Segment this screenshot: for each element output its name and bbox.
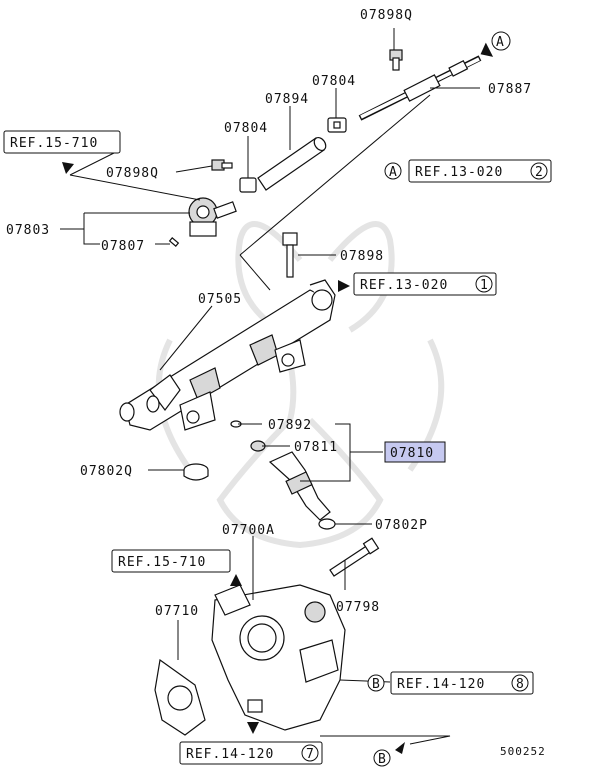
label-07898: 07898 bbox=[340, 249, 384, 264]
label-07894: 07894 bbox=[265, 92, 309, 107]
hose-07894 bbox=[257, 136, 327, 191]
ref-14-120-8-box bbox=[390, 671, 534, 695]
ref-13-020-1-num: 1 bbox=[480, 278, 489, 293]
grommet-07802p bbox=[318, 518, 336, 530]
marker-a-top: A bbox=[496, 35, 505, 50]
label-07811: 07811 bbox=[294, 440, 338, 455]
label-07810-highlight bbox=[384, 441, 446, 463]
bolt-07898q-top bbox=[389, 49, 403, 71]
ref-14-120-8-num: 8 bbox=[516, 677, 525, 692]
label-07700a: 07700A bbox=[222, 523, 275, 538]
label-07798: 07798 bbox=[336, 600, 380, 615]
ref-13-020-1: REF.13-020 bbox=[360, 278, 448, 293]
label-07807: 07807 bbox=[101, 239, 145, 254]
label-07505: 07505 bbox=[198, 292, 242, 307]
ref-14-120-7-box bbox=[179, 741, 323, 765]
marker-a-mid: A bbox=[389, 165, 398, 180]
label-07898q-top: 07898Q bbox=[360, 8, 413, 23]
label-07887: 07887 bbox=[488, 82, 532, 97]
insulator-07802q bbox=[183, 463, 209, 481]
ref-14-120-8-num-circle bbox=[511, 674, 529, 692]
ref-14-120-7: REF.14-120 bbox=[186, 747, 274, 762]
oring-07807 bbox=[168, 237, 180, 247]
ref-13-020-2: REF.13-020 bbox=[415, 165, 503, 180]
ref-14-120-8: REF.14-120 bbox=[397, 677, 485, 692]
ref-14-120-7-num-circle bbox=[301, 744, 319, 762]
arrow-to-a-top bbox=[480, 42, 494, 57]
ref-13-020-2-box bbox=[408, 159, 552, 183]
diagram-code: 500252 bbox=[500, 745, 546, 758]
ref-14-120-7-num: 7 bbox=[306, 747, 315, 762]
marker-b-bottom: B bbox=[378, 752, 387, 767]
label-07804-top: 07804 bbox=[312, 74, 356, 89]
arrow-to-ref-13-020-1 bbox=[338, 280, 350, 292]
ref-13-020-1-num-circle bbox=[475, 275, 493, 293]
pressure-regulator-07803 bbox=[188, 197, 237, 237]
clamp-07804-mid bbox=[239, 177, 257, 193]
clamp-07804-top bbox=[327, 117, 347, 133]
injector-07810 bbox=[268, 451, 331, 521]
ref-15-710-top: REF.15-710 bbox=[10, 136, 98, 151]
ref-13-020-1-box bbox=[353, 272, 497, 296]
marker-a-top-circle bbox=[491, 31, 511, 51]
label-07710: 07710 bbox=[155, 604, 199, 619]
label-07802p: 07802P bbox=[375, 518, 428, 533]
arrow-to-b-bottom bbox=[395, 742, 405, 754]
ref-15-710-top-box bbox=[3, 130, 121, 154]
leader-lines bbox=[60, 28, 480, 745]
bolt-07898q-mid bbox=[211, 159, 233, 171]
marker-b-right-circle bbox=[367, 674, 385, 692]
arrow-down-to-ref-14-120-7 bbox=[247, 722, 259, 734]
label-07803: 07803 bbox=[6, 223, 50, 238]
arrow-to-ref-15-710-top bbox=[62, 162, 74, 174]
label-07810: 07810 bbox=[390, 446, 434, 461]
ref-13-020-2-num: 2 bbox=[535, 165, 544, 180]
bolt-07798 bbox=[329, 537, 380, 577]
label-07892: 07892 bbox=[268, 418, 312, 433]
fuel-pipe-07887 bbox=[358, 55, 482, 121]
marker-a-mid-circle bbox=[384, 162, 402, 180]
marker-b-right: B bbox=[372, 677, 381, 692]
ref-15-710-bottom-box bbox=[111, 549, 231, 573]
ref-13-020-2-num-circle bbox=[530, 162, 548, 180]
bolt-07898 bbox=[282, 232, 298, 278]
label-07804-mid: 07804 bbox=[224, 121, 268, 136]
throttle-body-07700a bbox=[211, 584, 346, 731]
marker-b-bottom-circle bbox=[373, 749, 391, 767]
arrow-to-ref-15-710-bottom bbox=[230, 574, 242, 586]
label-07898q-mid: 07898Q bbox=[106, 166, 159, 181]
label-07802q: 07802Q bbox=[80, 464, 133, 479]
ref-15-710-bottom: REF.15-710 bbox=[118, 555, 206, 570]
gasket-07710 bbox=[154, 658, 206, 736]
delivery-pipe-07505 bbox=[119, 279, 336, 431]
